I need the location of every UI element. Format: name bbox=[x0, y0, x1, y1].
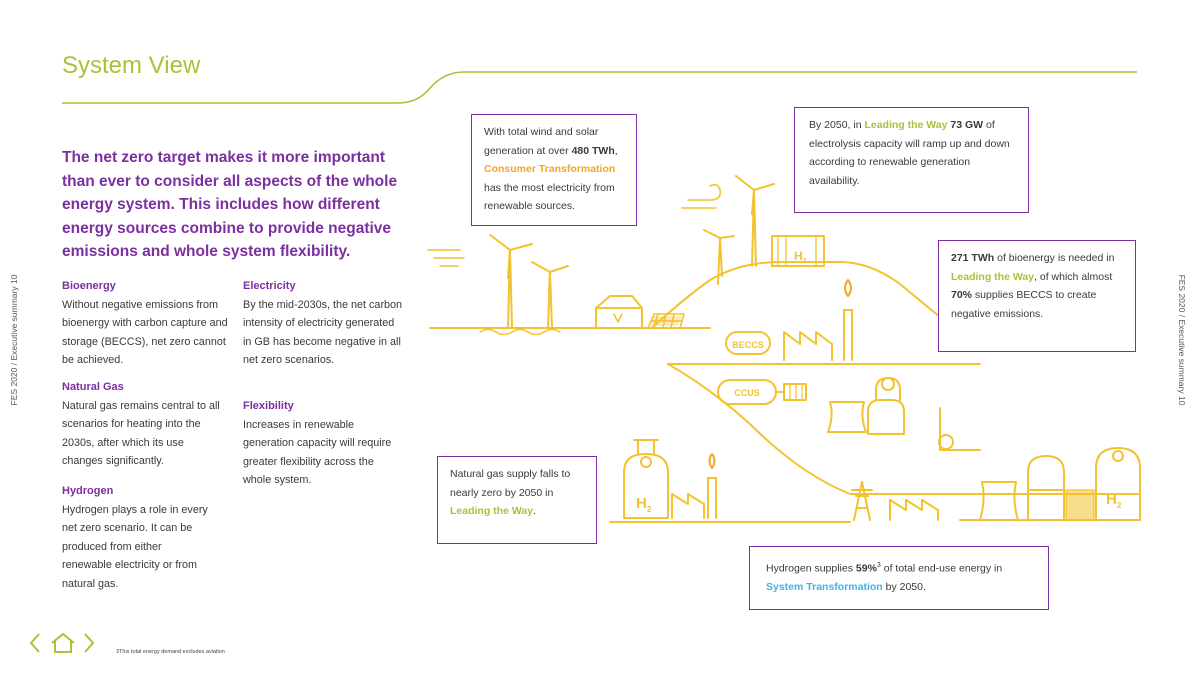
callout-electrolysis: By 2050, in Leading the Way 73 GW of ele… bbox=[794, 107, 1029, 213]
section-natural-gas: Natural Gas Natural gas remains central … bbox=[62, 378, 222, 471]
cooling-tower-icon bbox=[979, 481, 1019, 521]
section-heading: Hydrogen bbox=[62, 485, 114, 497]
wind-turbine-icon bbox=[531, 261, 569, 329]
section-heading: Electricity bbox=[243, 280, 296, 292]
electrolyser-container-icon bbox=[771, 235, 825, 267]
beccs-plant-icon bbox=[725, 279, 853, 361]
section-text: Without negative emissions from bioenerg… bbox=[62, 298, 228, 367]
callout-hydrogen: Hydrogen supplies 59%3 of total end-use … bbox=[749, 546, 1049, 610]
section-heading: Flexibility bbox=[243, 400, 294, 412]
chimney-icon bbox=[707, 453, 717, 519]
section-hydrogen: Hydrogen Hydrogen plays a role in every … bbox=[62, 482, 212, 593]
section-heading: Natural Gas bbox=[62, 381, 124, 393]
cooling-tower-icon bbox=[827, 401, 867, 433]
power-pylon-icon bbox=[851, 481, 873, 521]
callout-bioenergy: 271 TWh of bioenergy is needed in Leadin… bbox=[938, 240, 1136, 352]
h2-label: H2 bbox=[1106, 491, 1122, 510]
section-electricity: Electricity By the mid-2030s, the net ca… bbox=[243, 277, 405, 370]
ccus-tank-icon bbox=[717, 379, 807, 405]
wind-turbine-icon bbox=[735, 175, 775, 267]
section-bioenergy: Bioenergy Without negative emissions fro… bbox=[62, 277, 232, 370]
gas-tank-icon bbox=[938, 407, 981, 451]
section-text: Natural gas remains central to all scena… bbox=[62, 399, 220, 468]
hydrogen-tank-icon bbox=[1027, 455, 1065, 521]
chevron-left-icon[interactable] bbox=[28, 632, 42, 654]
band-line bbox=[667, 363, 1141, 495]
section-text: Hydrogen plays a role in every net zero … bbox=[62, 503, 208, 590]
home-icon[interactable] bbox=[50, 632, 76, 654]
section-text: By the mid-2030s, the net carbon intensi… bbox=[243, 298, 403, 367]
beccs-label: BECCS bbox=[732, 340, 764, 350]
ccus-label: CCUS bbox=[734, 388, 760, 398]
chevron-right-icon[interactable] bbox=[82, 632, 96, 654]
factory-icon bbox=[671, 493, 705, 519]
gas-tank-icon bbox=[867, 377, 905, 435]
energy-system-illustration: BECCS CCUS H2 H2 H2 bbox=[427, 175, 1141, 523]
side-label-right: FES 2020 / Executive summary 10 bbox=[1177, 274, 1187, 406]
section-flexibility: Flexibility Increases in renewable gener… bbox=[243, 397, 393, 490]
intro-text: The net zero target makes it more import… bbox=[62, 149, 398, 260]
wind-turbine-icon bbox=[489, 234, 533, 329]
page-title: System View bbox=[62, 52, 201, 79]
section-heading: Bioenergy bbox=[62, 280, 116, 292]
side-label-left: FES 2020 / Executive summary 10 bbox=[9, 274, 19, 406]
solar-panel-icon bbox=[647, 313, 685, 329]
section-text: Increases in renewable generation capaci… bbox=[243, 418, 392, 487]
house-icon bbox=[595, 295, 643, 329]
wind-turbine-icon bbox=[703, 229, 735, 285]
footnote: 3This total energy demand excludes aviat… bbox=[116, 649, 225, 655]
callout-natural-gas: Natural gas supply falls to nearly zero … bbox=[437, 456, 597, 544]
h2-label: H2 bbox=[636, 495, 652, 514]
hydrogen-tank-icon bbox=[1095, 447, 1141, 521]
callout-wind-solar: With total wind and solar generation at … bbox=[471, 114, 637, 226]
h2-label: H2 bbox=[794, 249, 807, 265]
hill-outline bbox=[651, 261, 981, 351]
hydrogen-tank-icon bbox=[623, 439, 669, 519]
factory-icon bbox=[889, 499, 939, 521]
